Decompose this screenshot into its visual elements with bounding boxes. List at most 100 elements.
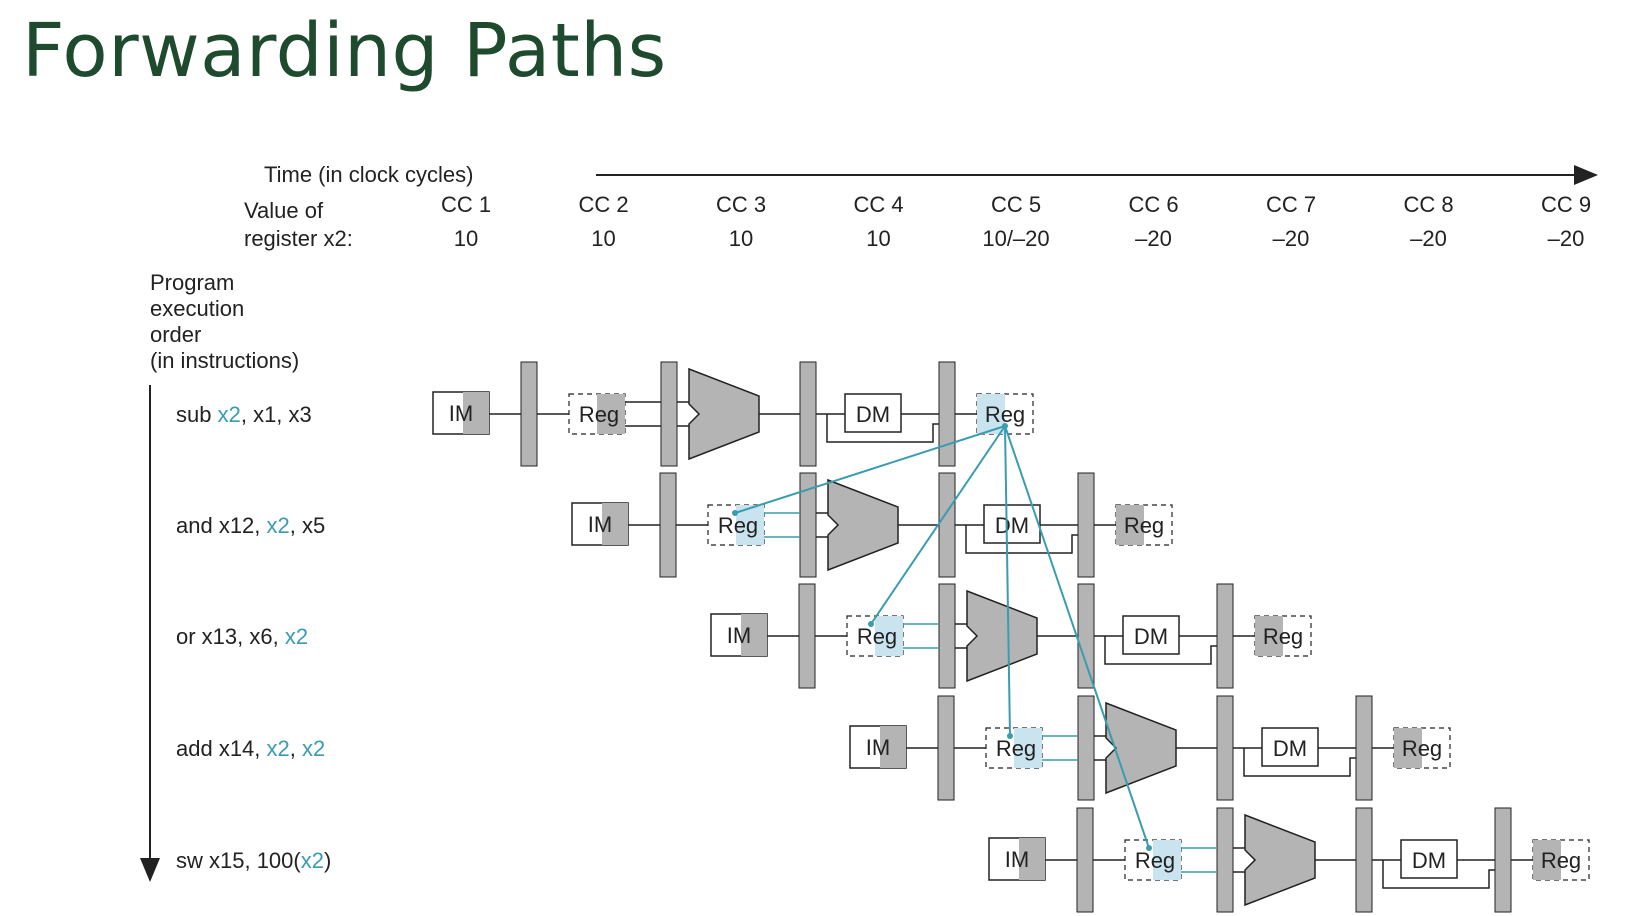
reg-value-cc6: –20: [1135, 226, 1172, 251]
order-label-line1: Program: [150, 270, 234, 295]
reg-write-label: Reg: [1124, 513, 1164, 538]
reg-value-cc5: 10/–20: [982, 226, 1049, 251]
register-x2-highlight: x2: [267, 736, 290, 761]
im-label: IM: [866, 735, 890, 760]
alu-shape: [688, 367, 760, 461]
pipeline-register-bar: [1077, 695, 1095, 801]
reg-value-cc1: 10: [454, 226, 478, 251]
im-shade: [880, 726, 906, 768]
order-label-line4: (in instructions): [150, 348, 299, 373]
instruction-text: ): [324, 848, 331, 873]
slide-title: Forwarding Paths: [22, 8, 667, 94]
reg-write-label: Reg: [985, 402, 1025, 427]
register-x2-highlight: x2: [301, 848, 324, 873]
forwarding-dot: [1146, 845, 1152, 851]
im-shade: [1019, 838, 1045, 880]
im-label: IM: [588, 512, 612, 537]
reg-read-shade: [1153, 840, 1181, 880]
wire-bypass: [826, 414, 939, 443]
instruction-text: add x14,: [176, 736, 267, 761]
im-label: IM: [449, 401, 473, 426]
alu-shape: [1105, 701, 1177, 795]
pipeline-row: IM Reg DM Reg: [432, 361, 1034, 467]
dm-box: [1122, 615, 1180, 655]
pipeline-register-bar: [1077, 472, 1095, 578]
instruction-text: sw x15, 100(: [176, 848, 301, 873]
instruction-label: or x13, x6, x2: [176, 624, 308, 649]
instruction-text: or x13, x6,: [176, 624, 285, 649]
im-shade: [463, 392, 489, 434]
pipeline-register-bar: [1077, 583, 1095, 689]
instruction-text: and x12,: [176, 513, 267, 538]
reg-write-label: Reg: [1402, 736, 1442, 761]
dm-label: DM: [1134, 624, 1168, 649]
pipeline-register-bar: [799, 472, 817, 578]
instruction-label: add x14, x2, x2: [176, 736, 325, 761]
reg-read-label: Reg: [718, 513, 758, 538]
dm-label: DM: [1273, 736, 1307, 761]
pipeline-register-bar: [938, 361, 956, 467]
pipeline-register-bar: [938, 583, 956, 689]
dm-label: DM: [995, 513, 1029, 538]
reg-read-shade: [597, 394, 625, 434]
pipeline-register-bar: [1216, 807, 1234, 913]
dm-label: DM: [856, 402, 890, 427]
cc-label-4: CC 4: [853, 192, 903, 217]
im-label: IM: [1005, 847, 1029, 872]
pipeline-register-bar: [659, 472, 677, 578]
reg-read-shade: [1014, 728, 1042, 768]
cc-label-5: CC 5: [991, 192, 1041, 217]
instruction-label: sw x15, 100(x2): [176, 848, 331, 873]
pipeline-register-bar: [1355, 695, 1373, 801]
dm-box: [1261, 727, 1319, 767]
forwarding-line: [870, 425, 1006, 625]
im-shade: [602, 503, 628, 545]
pipeline-register-bar: [1494, 807, 1512, 913]
pipeline-register-bar: [1216, 583, 1234, 689]
register-x2-highlight: x2: [285, 624, 308, 649]
reg-value-cc2: 10: [591, 226, 615, 251]
forwarding-dot: [868, 621, 874, 627]
reg-write-shade: [1533, 840, 1561, 880]
alu-shape: [827, 478, 899, 572]
instruction-text: , x5: [290, 513, 325, 538]
pipeline-register-bar: [1076, 807, 1094, 913]
pipeline-register-bar: [520, 361, 538, 467]
cc-label-9: CC 9: [1541, 192, 1591, 217]
register-x2-highlight: x2: [218, 402, 241, 427]
reg-read-label: Reg: [996, 736, 1036, 761]
pipeline-register-bar: [1216, 695, 1234, 801]
pipeline-row: IM Reg DM Reg: [571, 472, 1173, 578]
reg-read-label: Reg: [857, 624, 897, 649]
cc-label-2: CC 2: [578, 192, 628, 217]
cc-label-6: CC 6: [1128, 192, 1178, 217]
wire-bypass: [1243, 748, 1356, 777]
value-label-line1: Value of: [244, 198, 324, 223]
reg-value-cc7: –20: [1273, 226, 1310, 251]
time-axis-label: Time (in clock cycles): [264, 162, 473, 187]
forwarding-line: [734, 425, 1006, 514]
alu-shape: [966, 589, 1038, 683]
cc-label-7: CC 7: [1266, 192, 1316, 217]
instruction-text: ,: [290, 736, 302, 761]
instruction-text: sub: [176, 402, 218, 427]
instruction-text: , x1, x3: [241, 402, 312, 427]
im-shade: [741, 614, 767, 656]
alu-shape: [1244, 813, 1316, 907]
forwarding-line: [1004, 425, 1011, 737]
reg-write-label: Reg: [1263, 624, 1303, 649]
wire-bypass: [1382, 860, 1495, 889]
pipeline-register-bar: [1355, 807, 1373, 913]
reg-value-cc8: –20: [1410, 226, 1447, 251]
reg-write-shade: [1116, 505, 1144, 545]
reg-read-label: Reg: [579, 402, 619, 427]
pipeline-register-bar: [938, 472, 956, 578]
forwarding-line: [1004, 425, 1150, 849]
dm-box: [844, 393, 902, 433]
reg-write-label: Reg: [1541, 848, 1581, 873]
